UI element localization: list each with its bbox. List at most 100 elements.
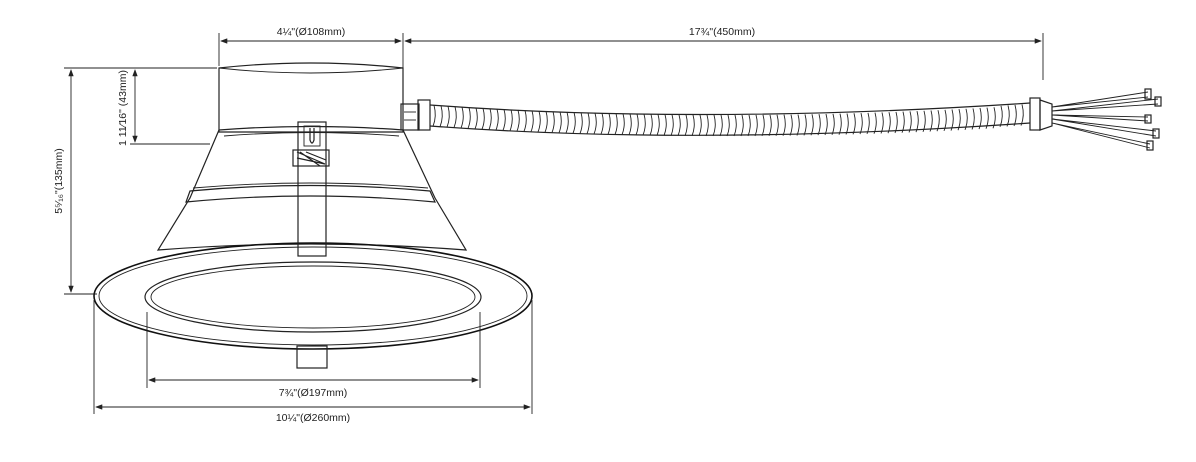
cable-coil bbox=[957, 109, 961, 131]
cable-coil bbox=[628, 113, 632, 136]
cable-coil bbox=[943, 109, 947, 132]
cable-coil bbox=[992, 107, 996, 129]
cable-coil bbox=[859, 112, 863, 135]
cable-coil bbox=[691, 114, 695, 137]
cable-coil bbox=[754, 114, 758, 137]
cable-coil bbox=[936, 110, 940, 132]
dim-label-trim-outer: 10¼"(Ø260mm) bbox=[276, 412, 350, 424]
cable-coil bbox=[516, 109, 520, 132]
cable-coil bbox=[509, 109, 513, 131]
cable-coil bbox=[950, 109, 954, 131]
cable-coil bbox=[789, 114, 793, 136]
cable-coil bbox=[796, 114, 800, 136]
dimension-total-height: 5⁵⁄₁₆"(135mm) bbox=[53, 67, 130, 295]
cable-coil bbox=[726, 114, 730, 137]
cable-coil bbox=[964, 108, 968, 130]
cable-coil bbox=[572, 112, 576, 134]
cable-coil bbox=[1020, 104, 1024, 126]
cable-coil bbox=[873, 112, 877, 134]
cable-coil bbox=[719, 114, 723, 137]
cable-coil bbox=[761, 114, 765, 137]
cable-coil bbox=[866, 112, 870, 135]
cable-coil bbox=[565, 111, 569, 134]
dim-label-total-height: 5⁵⁄₁₆"(135mm) bbox=[53, 148, 65, 213]
cable-coil bbox=[530, 110, 534, 132]
cable-coil bbox=[656, 114, 660, 136]
cable-coil bbox=[880, 112, 884, 134]
dimension-top-width: 4¼"(Ø108mm) bbox=[218, 26, 404, 100]
cable-coil bbox=[901, 111, 905, 133]
cable-coil bbox=[817, 114, 821, 136]
dim-label-top-width: 4¼"(Ø108mm) bbox=[277, 26, 346, 38]
cable-coil bbox=[985, 107, 989, 129]
cable-coil bbox=[705, 114, 709, 137]
trim-flange-outer bbox=[93, 242, 533, 350]
cable-coil bbox=[894, 111, 898, 134]
cable-coil bbox=[768, 114, 772, 136]
cable-coil bbox=[1013, 104, 1017, 127]
cable-coil bbox=[684, 114, 688, 136]
cable-coil bbox=[747, 114, 751, 137]
dimension-can-height: 1 11⁄16" (43mm) bbox=[117, 67, 217, 146]
fixture-illustration bbox=[93, 62, 1162, 369]
dimension-cable-length: 17¾"(450mm) bbox=[404, 26, 1044, 80]
cable-coil bbox=[1006, 105, 1010, 127]
cable-coil bbox=[999, 105, 1003, 128]
cable-coil bbox=[607, 113, 611, 135]
cable-coil bbox=[698, 114, 702, 137]
cable-coil bbox=[929, 110, 933, 132]
cable-coil bbox=[887, 112, 891, 134]
cable-coil bbox=[803, 114, 807, 136]
cable-coil bbox=[502, 109, 506, 131]
cable-coil bbox=[831, 113, 835, 135]
cable-coil bbox=[782, 114, 786, 136]
cable-coil bbox=[600, 113, 604, 135]
cable-coil bbox=[551, 111, 555, 133]
cable-coil bbox=[488, 108, 492, 130]
cable-coil bbox=[978, 107, 982, 130]
dimension-trim-outer: 10¼"(Ø260mm) bbox=[93, 300, 533, 424]
cable-coil bbox=[523, 110, 527, 132]
cable-coil bbox=[474, 107, 478, 129]
cable-coil bbox=[824, 113, 828, 136]
reflector-cone bbox=[156, 125, 468, 251]
cable-coil bbox=[740, 114, 744, 137]
cable-coil bbox=[446, 106, 450, 128]
cable-coil bbox=[642, 114, 646, 136]
cable-coil bbox=[614, 113, 618, 135]
cable-coil bbox=[677, 114, 681, 136]
cable-coil bbox=[663, 114, 667, 136]
cable-coil bbox=[558, 111, 562, 133]
cable-coil bbox=[845, 113, 849, 135]
cable-coil bbox=[579, 112, 583, 134]
cable-connector bbox=[400, 99, 431, 131]
cable-coil bbox=[544, 111, 548, 133]
trim-lens-inner bbox=[144, 261, 482, 333]
cable-coil bbox=[495, 108, 499, 131]
cable-coil bbox=[810, 114, 814, 136]
dim-label-can-height: 1 11⁄16" (43mm) bbox=[117, 70, 129, 146]
cable-coil bbox=[971, 108, 975, 130]
armored-cable bbox=[429, 88, 1162, 151]
cable-coil bbox=[915, 110, 919, 133]
cable-coil bbox=[649, 114, 653, 136]
cable-coil bbox=[439, 105, 443, 127]
cable-coil bbox=[852, 113, 856, 135]
cone-band bbox=[185, 184, 436, 203]
dimension-trim-inner: 7¾"(Ø197mm) bbox=[146, 312, 481, 399]
cable-coil bbox=[670, 114, 674, 136]
cable-coil bbox=[432, 105, 436, 127]
cable-coil bbox=[621, 113, 625, 135]
dim-label-trim-inner: 7¾"(Ø197mm) bbox=[279, 387, 348, 399]
cable-coil bbox=[775, 114, 779, 136]
cable-coil bbox=[712, 114, 716, 137]
cable-coil bbox=[467, 107, 471, 129]
spring-clip bbox=[292, 121, 330, 369]
cable-coil bbox=[593, 112, 597, 135]
cable-coil bbox=[481, 108, 485, 130]
cable-coil bbox=[635, 113, 639, 136]
dim-label-cable-length: 17¾"(450mm) bbox=[689, 26, 755, 38]
cable-coil bbox=[908, 111, 912, 133]
cable-coil bbox=[838, 113, 842, 135]
